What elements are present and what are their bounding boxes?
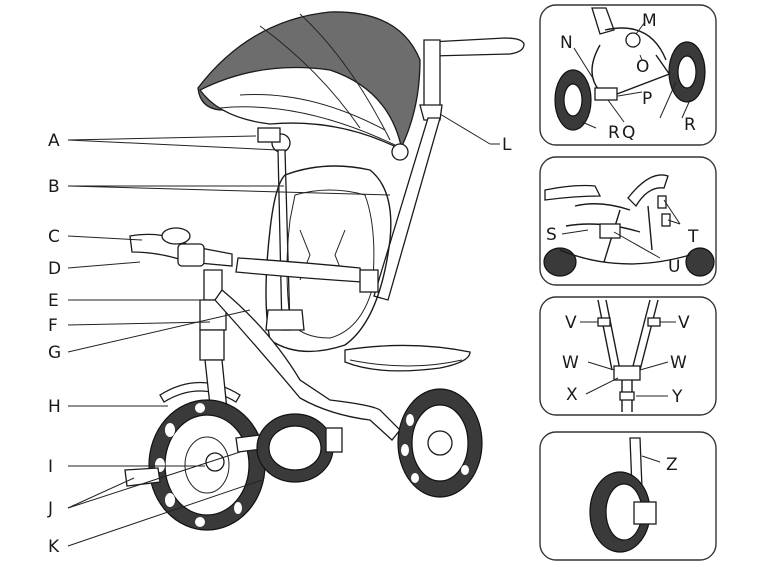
- seat-frame: [265, 165, 392, 353]
- canopy-hinge-right: [391, 143, 409, 161]
- label-r-right: R: [684, 115, 696, 135]
- push-handle-grip: [429, 37, 525, 57]
- seat-belt-buckle: [265, 309, 305, 331]
- label-y: Y: [671, 387, 683, 407]
- label-w-left: W: [562, 353, 579, 373]
- rear-basket: [344, 344, 471, 372]
- label-u: U: [668, 257, 680, 277]
- detail-panel-2: S T U: [539, 156, 717, 286]
- footrest: [325, 427, 343, 453]
- label-g: G: [48, 343, 61, 363]
- main-frame: [214, 289, 401, 441]
- main-labels: A B C D E F G H I J K L: [47, 113, 512, 557]
- label-d: D: [48, 259, 61, 279]
- front-mudguard: [159, 381, 241, 403]
- label-p: P: [642, 89, 652, 109]
- label-q: Q: [622, 123, 635, 143]
- label-r-left: R: [608, 123, 620, 143]
- label-n: N: [560, 33, 573, 53]
- label-m: M: [642, 11, 657, 31]
- label-s: S: [546, 225, 557, 245]
- label-x: X: [566, 385, 578, 405]
- label-c: C: [48, 227, 60, 247]
- label-z: Z: [666, 455, 678, 475]
- front-hub: [205, 452, 225, 472]
- tricycle-illustration: [124, 11, 525, 531]
- label-a: A: [48, 131, 60, 151]
- label-j: J: [47, 499, 53, 519]
- safety-bar: [235, 257, 363, 283]
- detail-panel-3: V V W W X Y: [539, 296, 717, 416]
- detail-panel-4: Z: [539, 431, 717, 561]
- label-l: L: [502, 135, 512, 155]
- push-handle-pole: [373, 117, 441, 301]
- detail-panel-1: M N O P Q R R: [539, 4, 717, 146]
- label-v-right: V: [678, 313, 690, 333]
- bell: [161, 227, 191, 245]
- label-t: T: [687, 227, 699, 247]
- label-k: K: [48, 537, 60, 557]
- label-o: O: [636, 57, 649, 77]
- label-w-right: W: [670, 353, 687, 373]
- canopy-clip: [257, 127, 281, 143]
- label-b: B: [48, 177, 60, 197]
- label-v-left: V: [565, 313, 577, 333]
- label-h: H: [48, 397, 61, 417]
- pedal-left: [124, 467, 161, 487]
- label-i: I: [48, 457, 53, 477]
- label-f: F: [48, 316, 58, 336]
- label-e: E: [48, 291, 59, 311]
